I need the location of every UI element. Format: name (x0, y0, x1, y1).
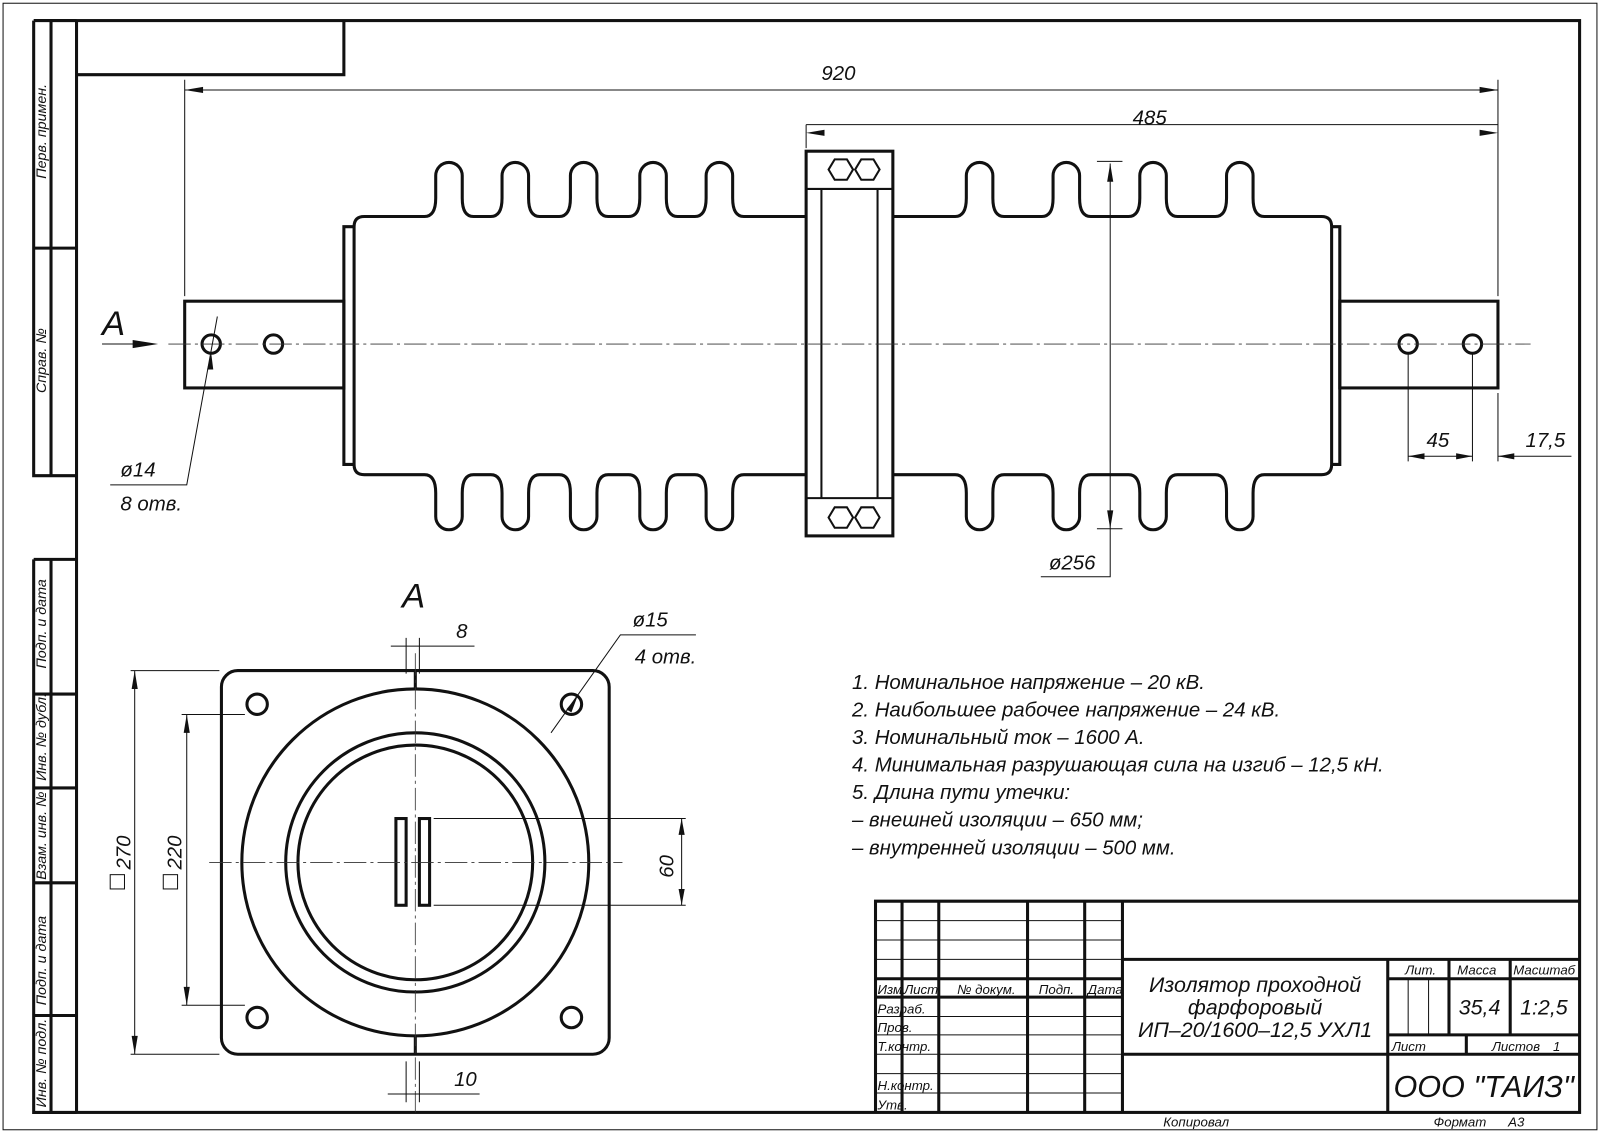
technical-notes: 1. Номинальное напряжение – 20 кВ. 2. На… (851, 672, 1384, 859)
header-list: Лист (903, 982, 938, 997)
stamp-label: Подп. и дата (34, 579, 50, 668)
mass-value: 35,4 (1459, 995, 1501, 1019)
role-checked: Пров. (878, 1020, 913, 1035)
role-approved: Утв. (877, 1097, 908, 1112)
role-developer: Разраб. (878, 1001, 926, 1016)
section-label: A (400, 577, 425, 615)
lit-label: Лит. (1404, 963, 1436, 978)
note-line: – внешней изоляции – 650 мм; (851, 810, 1143, 832)
dimension-d256: ø256 (1049, 553, 1096, 575)
stamp-label: Справ. № (34, 328, 50, 393)
terminal-slot (417, 817, 432, 907)
drawing-title: ИП–20/1600–12,5 УХЛ1 (1138, 1018, 1372, 1042)
terminal-slot (394, 817, 408, 907)
note-line: 4. Минимальная разрушающая сила на изгиб… (852, 755, 1384, 777)
drawing-title: Изолятор проходной (1149, 973, 1361, 997)
sheets-label: Листов (1491, 1039, 1540, 1054)
note-line: 5. Длина пути утечки: (852, 782, 1070, 804)
stamp-label: Подп. и дата (34, 916, 50, 1005)
view-label: A (100, 305, 125, 343)
dimension-270: 270 (114, 835, 136, 871)
header-date: Дата (1086, 982, 1123, 997)
drawing-title: фарфоровый (1188, 995, 1322, 1019)
dimension-485: 485 (1133, 108, 1168, 130)
format-value: А3 (1507, 1115, 1525, 1130)
flange-hole (559, 692, 584, 716)
flange-hole (245, 692, 269, 716)
dimension-17-5: 17,5 (1526, 430, 1566, 452)
dimension-45: 45 (1427, 430, 1450, 452)
role-tech-control: Т.контр. (878, 1039, 931, 1054)
header-izm: Изм. (878, 982, 906, 997)
header-doc-no: № докум. (957, 982, 1015, 997)
mass-label: Масса (1457, 963, 1496, 978)
dimension-920: 920 (821, 63, 856, 85)
title-block: Изм. Лист № докум. Подп. Дата Разраб. Пр… (873, 899, 1580, 1130)
right-terminal (1338, 299, 1500, 390)
scale-value: 1:2,5 (1520, 995, 1568, 1019)
flange-clamp (804, 149, 895, 538)
bolt-nuts-top (827, 158, 881, 529)
dimension-60: 60 (656, 854, 678, 877)
scale-label: Масштаб (1513, 963, 1575, 978)
note-line: 1. Номинальное напряжение – 20 кВ. (852, 672, 1205, 694)
dimension-4-holes: 4 отв. (635, 646, 697, 668)
insulator-side-view: A 920 485 45 17,5 ø256 ø14 8 отв. (100, 63, 1572, 578)
sheet-label: Лист (1391, 1039, 1426, 1054)
dimension-8: 8 (456, 621, 468, 643)
stamp-label: Перв. примен. (34, 84, 50, 179)
company-name: ООО "ТАИЗ" (1393, 1070, 1575, 1104)
note-line: – внутренней изоляции – 500 мм. (851, 837, 1175, 859)
dimension-220: 220 (165, 835, 187, 871)
dimension-d14: ø14 (120, 460, 155, 482)
stamp-label: Инв. № дубл. (34, 693, 50, 781)
stamp-label: Инв. № подл. (34, 1019, 50, 1108)
role-norm-control: Н.контр. (878, 1078, 934, 1093)
sheets-count: 1 (1553, 1039, 1560, 1054)
copied-label: Копировал (1163, 1115, 1229, 1130)
stamp-label: Взам. инв. № (34, 792, 50, 880)
note-line: 3. Номинальный ток – 1600 А. (852, 727, 1145, 749)
porcelain-body (352, 160, 1334, 532)
side-stamp: Перв. примен. Справ. № Подп. и дата Инв.… (34, 84, 50, 1107)
dimension-10: 10 (454, 1069, 477, 1091)
dimension-8-holes: 8 отв. (120, 493, 182, 515)
format-label: Формат (1434, 1115, 1487, 1130)
flange-hole (245, 1005, 269, 1030)
flange-hole (559, 1005, 584, 1030)
header-sign: Подп. (1039, 982, 1074, 997)
note-line: 2. Наибольшее рабочее напряжение – 24 кВ… (851, 700, 1280, 722)
dimension-d15: ø15 (633, 610, 669, 632)
view-a-flange: A 270 220 60 8 10 ø15 4 отв. (109, 577, 697, 1113)
